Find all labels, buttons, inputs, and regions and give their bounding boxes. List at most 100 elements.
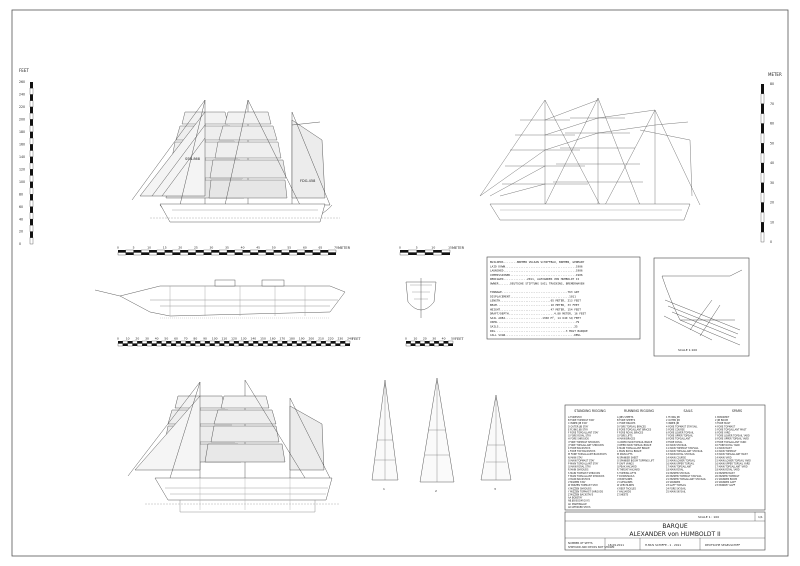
legend-item: 18 MAIN ROYAL YARD xyxy=(715,469,740,472)
bar-segment xyxy=(214,341,220,344)
scale-segment xyxy=(29,237,34,245)
scale-tick-label: 80 xyxy=(19,192,23,196)
scale-tick-label: 20 xyxy=(19,230,23,234)
bar-segment xyxy=(142,340,148,344)
bar-segment xyxy=(234,341,239,344)
legend-item: L FORE TOP BACKSTAYS xyxy=(568,450,596,453)
bar-segment xyxy=(267,340,273,344)
bar-segment xyxy=(408,249,417,253)
bar-segment xyxy=(281,252,290,255)
scale-segment xyxy=(30,231,33,238)
bar-segment xyxy=(328,252,336,255)
scale-segment xyxy=(30,94,33,101)
legend-item: N MAIN STAY xyxy=(568,456,583,459)
scale-segment xyxy=(29,200,34,207)
bar-segment xyxy=(277,340,283,344)
scale-segment xyxy=(761,222,764,233)
bar-segment xyxy=(219,343,225,346)
legend-item: D FORE TOPSAIL BRACES xyxy=(617,425,646,428)
spec-row: SAILS...................................… xyxy=(490,325,578,329)
bar-segment xyxy=(227,250,235,253)
bar-segment xyxy=(164,250,173,253)
scale-segment xyxy=(30,194,33,201)
bar-segment xyxy=(242,252,251,256)
legend-item: 22 SPANKER GAFF xyxy=(715,481,737,484)
bar-segment xyxy=(248,343,254,346)
bar-segment xyxy=(172,252,181,255)
sail-and-rigging-plan-lower xyxy=(127,379,340,513)
scale-segment xyxy=(30,219,33,226)
bar-segment xyxy=(400,250,409,253)
scale-segment xyxy=(30,131,33,139)
legend-item: 11 MAIN TOPMAST STAYSAIL xyxy=(666,447,699,450)
bar-segment xyxy=(156,252,165,255)
bar-tick-label: 70 xyxy=(184,337,188,341)
bar-tick-label: 15 xyxy=(448,246,452,250)
scale-tick-label: 120 xyxy=(19,167,25,171)
bar-segment xyxy=(122,340,128,344)
bar-segment xyxy=(311,341,317,344)
bar-tick-label: 80 xyxy=(193,337,197,341)
legend-item: Q PEAK HALYARD xyxy=(617,466,637,469)
bar-tick-label: 20 xyxy=(135,337,139,341)
legend-item: W MIZZEN TOPMAST STAY xyxy=(568,484,599,487)
mast-elevation-mizzen: 3 xyxy=(480,394,512,491)
bar-segment xyxy=(321,341,326,344)
bow-detail-scale-caption: SCALE 1:100 xyxy=(678,348,697,352)
legend-item: 12 MAIN TOPMAST xyxy=(715,450,737,453)
bar-segment xyxy=(204,343,210,347)
bar-tick-label: 70 xyxy=(334,246,338,250)
scale-segment xyxy=(761,123,764,134)
spec-row: SAIL AREA......................1360 M², … xyxy=(490,316,581,320)
scale-segment xyxy=(761,163,764,173)
bar-segment xyxy=(253,343,259,347)
scale-tick-label: 60 xyxy=(770,122,774,126)
legend-item: V MIZZEN STAY xyxy=(568,481,586,484)
bar-segment xyxy=(233,343,239,347)
legend-item: 6 FORE LOWER TOPSAIL xyxy=(666,432,694,435)
spec-row: RERIGGED..............2011, ALEXANDER VO… xyxy=(490,277,580,281)
bar-segment xyxy=(265,249,274,253)
bar-segment xyxy=(151,343,157,346)
bar-segment xyxy=(229,343,234,346)
spec-row: LAID DOWN...............................… xyxy=(490,264,583,268)
legend-item: P GAFF VANGS xyxy=(617,463,634,466)
specifications-panel: BUILDERS........BREMER VULKAN SCHIFFBAU,… xyxy=(486,256,641,340)
bar-segment xyxy=(214,343,220,347)
scale-segment xyxy=(29,212,34,220)
bar-tick-label: 15 xyxy=(163,246,167,250)
bar-segment xyxy=(415,343,421,347)
bar-segment xyxy=(311,343,317,347)
bar-segment xyxy=(287,343,292,346)
legend-column-header: STANDING RIGGING xyxy=(574,409,606,413)
bar-tick-label: 60 xyxy=(303,246,307,250)
bar-tick-label: 45 xyxy=(256,246,260,250)
legend-item: 17 MAIN TOPGALLANT xyxy=(666,466,692,469)
legend-item: 14 MAIN YARD xyxy=(715,456,732,459)
bar-segment xyxy=(185,341,191,344)
legend-item: J FORE TOPGALLANT SHROUDS xyxy=(567,444,604,447)
sail-number-label-main: FDG-458 xyxy=(300,179,315,183)
bar-segment xyxy=(180,252,189,256)
bar-segment xyxy=(345,340,351,344)
bar-segment xyxy=(203,252,212,255)
bar-segment xyxy=(122,343,128,346)
bar-segment xyxy=(171,340,177,344)
bar-segment xyxy=(238,343,244,346)
title-block-ship-name: ALEXANDER von HUMBOLDT II xyxy=(629,531,720,538)
title-block-drawn-by: H.MUS SCHIFFE - 1 · 2011 xyxy=(645,543,681,547)
legend-item: 7 FORE LOWER TOPSAIL YARD xyxy=(715,435,750,438)
bar-segment xyxy=(448,340,454,344)
bar-segment xyxy=(312,249,321,253)
inboard-profile-view xyxy=(94,279,346,319)
bar-tick-label: 110 xyxy=(221,337,227,341)
scale-segment xyxy=(29,100,34,108)
legend-item: J UPPER MAIN TOPSAIL BRACE xyxy=(616,444,652,447)
legend-item: O SPANKER BOOM TOPPING LIFT xyxy=(617,459,655,462)
bar-segment xyxy=(416,252,426,256)
bar-segment xyxy=(125,249,134,253)
bar-segment xyxy=(434,341,439,344)
legend-item: 11 MAIN MAST xyxy=(715,447,732,450)
